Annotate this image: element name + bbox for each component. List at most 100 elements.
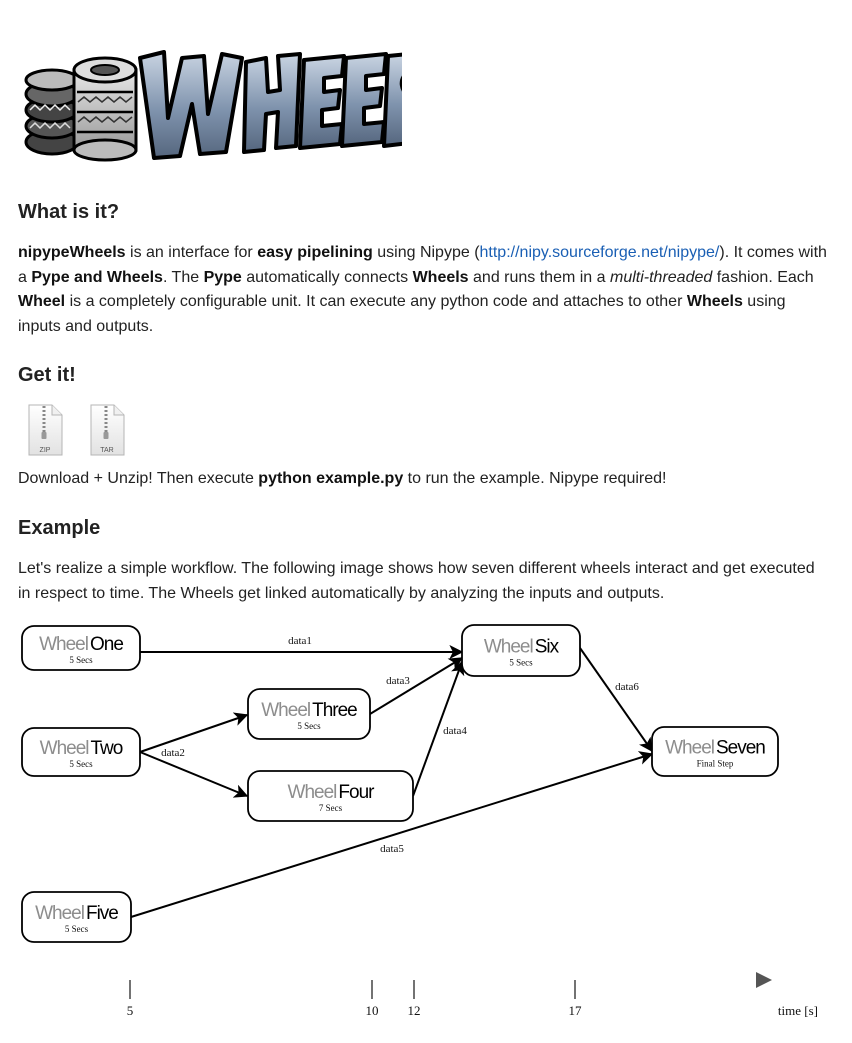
bold-term: python example.py: [258, 470, 404, 487]
wheel-node-prefix: Wheel: [665, 738, 714, 759]
wheel-node-prefix: Wheel: [261, 700, 310, 721]
edge-label: data5: [380, 843, 404, 855]
wheel-node-box: [247, 688, 371, 740]
text-segment: to run the example. Nipype required!: [403, 470, 667, 487]
edge-one-to-six: data1: [140, 635, 464, 659]
timeline-tick-label: 17: [569, 1003, 583, 1018]
wheel-node-name: Three: [312, 700, 357, 721]
bold-term: nipypeWheels: [18, 244, 126, 261]
zip-download-link[interactable]: ZIP: [24, 404, 66, 456]
timeline-axis-label: time [s]: [778, 1003, 818, 1018]
text-segment: and runs them in a: [468, 268, 610, 286]
wheel-node-box: [21, 727, 141, 777]
logo-lettering: [138, 50, 402, 160]
wheel-node-duration: 5 Secs: [69, 655, 93, 665]
edge-five-to-seven: data5: [130, 751, 654, 918]
wheel-node-name: One: [90, 634, 123, 655]
wheels-logo: [24, 50, 402, 162]
edge-three-to-six: data3: [369, 657, 464, 715]
example-paragraph: Let's realize a simple workflow. The fol…: [18, 557, 828, 606]
wheel-node-prefix: Wheel: [40, 738, 89, 759]
edge-four-to-six: data4: [412, 660, 467, 797]
edge-label: data1: [288, 635, 312, 647]
wheel-node-box: [651, 726, 779, 777]
timeline-tick-label: 12: [408, 1003, 421, 1018]
wheel-node-name: Seven: [716, 738, 765, 759]
wheel-node-duration: 7 Secs: [319, 803, 343, 813]
zip-file-icon: ZIP: [28, 404, 63, 456]
svg-text:ZIP: ZIP: [40, 447, 51, 454]
text-segment: Let's realize a simple workflow. The fol…: [18, 560, 815, 602]
edge-arrow: [130, 751, 654, 918]
edge-arrow: [139, 751, 249, 798]
nipype-link[interactable]: http://nipy.sourceforge.net/nipype/: [479, 244, 720, 261]
svg-text:TAR: TAR: [100, 447, 113, 454]
text-segment: ). It comes with a: [18, 244, 827, 286]
wheel-node-box: [247, 770, 414, 822]
wheel-node-prefix: Wheel: [39, 634, 88, 655]
edge-label: data6: [615, 681, 639, 693]
edge-arrow: [412, 660, 465, 797]
wheel-node-duration: Final Step: [697, 759, 734, 769]
bold-term: Pype: [203, 268, 242, 286]
wheel-node-prefix: Wheel: [35, 903, 84, 924]
text-segment: is a completely configurable unit. It ca…: [65, 293, 687, 310]
text-segment: using Nipype (: [372, 244, 480, 261]
get-it-heading: Get it!: [18, 364, 76, 386]
wheel-node-name: Five: [86, 903, 118, 924]
text-segment: using inputs and outputs.: [18, 293, 786, 335]
wheel-node-box: [461, 624, 581, 677]
example-heading: Example: [18, 517, 101, 539]
timeline-arrow-icon: [756, 972, 772, 988]
wheel-node-duration: 5 Secs: [509, 658, 533, 668]
edge-label: data2: [161, 747, 185, 759]
wheel-node-box: [21, 625, 141, 671]
wheel-node-name: Two: [91, 738, 123, 759]
bold-term: easy pipelining: [257, 244, 373, 261]
text-segment: Download + Unzip! Then execute: [18, 470, 259, 487]
edge-arrow: [579, 647, 653, 753]
text-segment: automatically connects: [241, 268, 413, 286]
edge-label: data4: [443, 725, 467, 737]
wheel-node-duration: 5 Secs: [69, 759, 93, 769]
tar-file-icon: TAR: [90, 404, 125, 456]
timeline-tick-label: 10: [366, 1003, 379, 1018]
edge-two-to-four: [139, 751, 249, 798]
edge-arrow: [369, 657, 464, 715]
edge-label: data3: [386, 675, 410, 687]
text-segment: fashion. Each: [712, 268, 814, 286]
wheel-node-prefix: Wheel: [484, 637, 533, 658]
tire-stack-icon: [24, 56, 138, 162]
bold-term: Wheel: [18, 293, 66, 310]
bold-term: Wheels: [412, 268, 469, 286]
intro-paragraph: nipypeWheels is an interface for easy pi…: [18, 241, 828, 339]
edge-six-to-seven: data6: [579, 647, 653, 753]
edge-arrow: [139, 712, 249, 753]
bold-term: Pype and Wheels: [31, 268, 163, 286]
bold-term: Wheels: [686, 293, 743, 310]
wheel-node-box: [21, 891, 132, 943]
text-segment: is an interface for: [125, 244, 258, 261]
text-segment: . The: [162, 268, 204, 286]
wheel-node-duration: 5 Secs: [65, 924, 89, 934]
wheel-node-name: Four: [338, 782, 375, 803]
italic-term: multi-threaded: [610, 268, 713, 286]
wheel-node-prefix: Wheel: [288, 782, 337, 803]
tar-download-link[interactable]: TAR: [86, 404, 128, 456]
